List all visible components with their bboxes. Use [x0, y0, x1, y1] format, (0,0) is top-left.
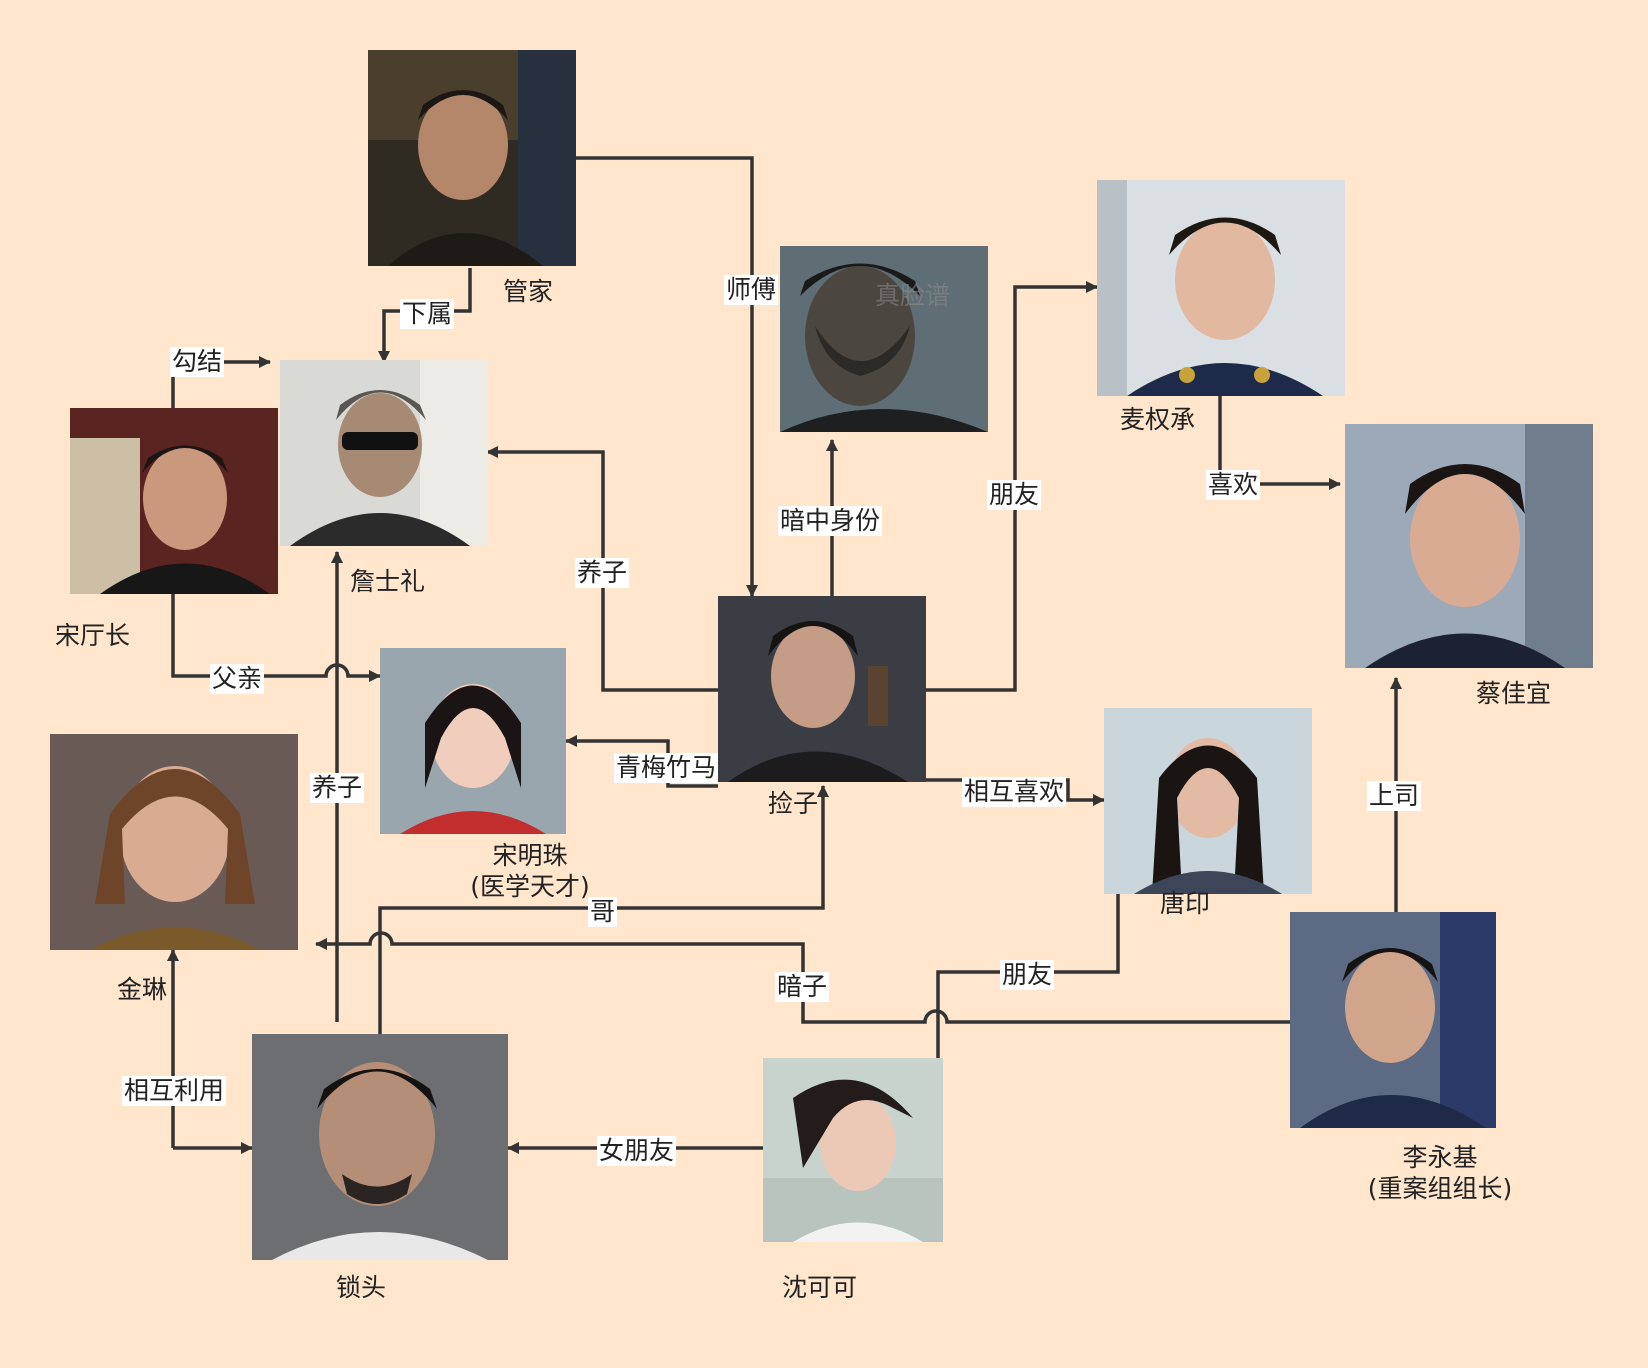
name-songmingzhu: 宋明珠 (医学天才)	[460, 840, 600, 903]
portrait-butler[interactable]	[368, 50, 576, 266]
label-ge: 哥	[588, 897, 618, 927]
name-shenkeke: 沈可可	[782, 1273, 858, 1302]
label-nvpengyou: 女朋友	[597, 1136, 677, 1166]
label-huxiangxihuan: 相互喜欢	[962, 777, 1067, 807]
portrait-cai-jiayi[interactable]	[1345, 424, 1593, 668]
label-shifu: 师傅	[724, 275, 779, 305]
name-suotou: 锁头	[336, 1273, 387, 1302]
name-tangyin: 唐印	[1160, 889, 1211, 918]
portrait-suotou[interactable]	[252, 1034, 508, 1260]
label-fuqin: 父亲	[210, 664, 265, 694]
label-huxiangliyong: 相互利用	[122, 1076, 227, 1106]
portrait-li-yongji[interactable]	[1290, 912, 1496, 1128]
name-zhanshili: 詹士礼	[350, 567, 426, 596]
label-anzhongshenfen: 暗中身份	[778, 506, 883, 536]
portrait-song-tingzhang[interactable]	[70, 408, 278, 594]
name-songmingzhu-main: 宋明珠	[492, 841, 568, 870]
edge-songtingzhang-songmingzhu	[171, 594, 381, 682]
portrait-zhan-shili[interactable]	[280, 360, 488, 546]
portrait-jin-lin[interactable]	[50, 734, 298, 950]
label-anzi: 暗子	[775, 972, 830, 1002]
label-yangzi-jianzi: 养子	[575, 558, 630, 588]
portrait-tang-yin[interactable]	[1104, 708, 1312, 894]
name-jianzi: 捡子	[768, 789, 819, 818]
label-pengyou-mai: 朋友	[987, 480, 1042, 510]
name-liyongji-subtitle: (重案组组长)	[1367, 1174, 1513, 1204]
name-jinlin: 金琳	[117, 975, 168, 1004]
portrait-jianzi[interactable]	[718, 596, 926, 782]
label-pengyou-shen: 朋友	[1000, 960, 1055, 990]
portrait-mai-quancheng[interactable]	[1097, 180, 1345, 396]
label-shangsi: 上司	[1367, 781, 1422, 811]
name-maiquancheng: 麦权承	[1120, 405, 1196, 434]
name-liyongji: 李永基 (重案组组长)	[1355, 1142, 1525, 1205]
zhenlianpu-overlay-label: 真脸谱	[875, 281, 951, 310]
portrait-masked-man[interactable]	[780, 246, 988, 432]
edge-guanjia-jianzi	[574, 156, 758, 597]
label-goujie: 勾结	[170, 347, 225, 377]
name-liyongji-main: 李永基	[1402, 1143, 1478, 1172]
label-xiashu: 下属	[400, 299, 455, 329]
name-songmingzhu-subtitle: (医学天才)	[470, 872, 590, 902]
portrait-shen-keke[interactable]	[763, 1058, 943, 1242]
label-xihuan: 喜欢	[1206, 470, 1261, 500]
label-yangzi-suotou: 养子	[310, 773, 365, 803]
portrait-song-mingzhu[interactable]	[380, 648, 566, 834]
label-qingmeizhuma: 青梅竹马	[614, 753, 719, 783]
name-caijiayi: 蔡佳宜	[1476, 679, 1552, 708]
name-guanjia: 管家	[503, 277, 554, 306]
name-songtingzhang: 宋厅长	[55, 621, 131, 650]
